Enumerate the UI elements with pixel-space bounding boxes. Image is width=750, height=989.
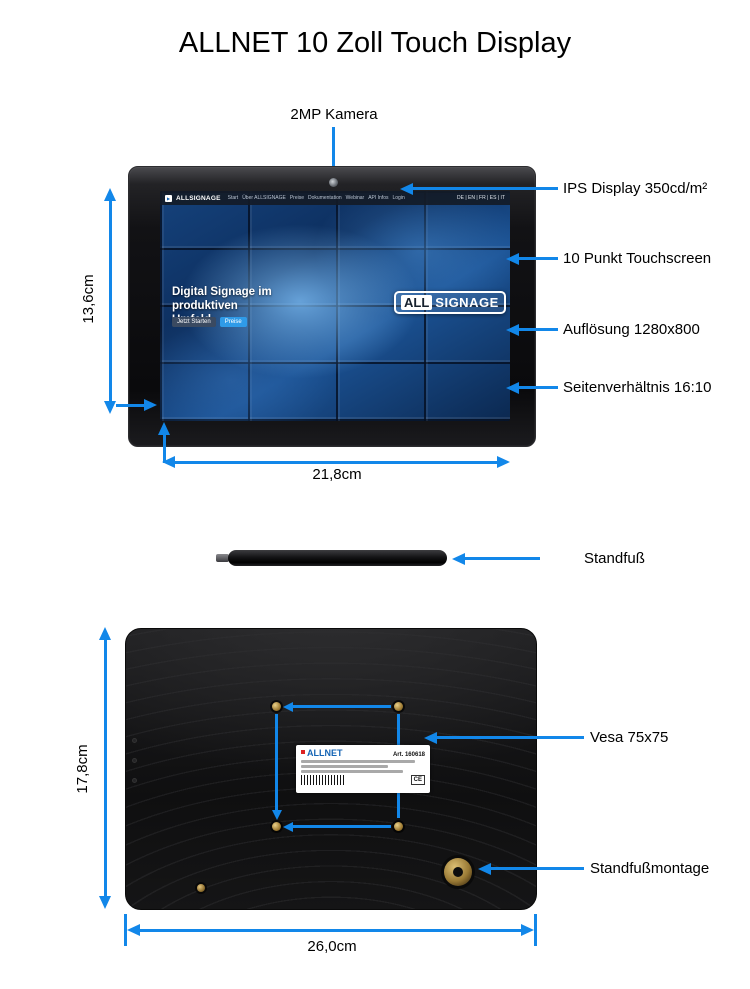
ips-callout-arrowhead-icon xyxy=(400,183,413,195)
tablet-screen: ▶ ALLSIGNAGE Start Über ALLSIGNAGE Preis… xyxy=(160,191,510,421)
side-button-dot xyxy=(132,758,137,763)
screen-language-switcher: DE | EN | FR | ES | IT xyxy=(457,195,505,201)
back-height-dimension-label: 17,8cm xyxy=(74,744,91,794)
vesa-top-arrow-icon xyxy=(283,702,293,712)
front-corner-branch-vline xyxy=(163,433,166,463)
sticker-header: ALLNET Art. 160618 xyxy=(301,748,425,758)
stand-side-view xyxy=(228,550,447,566)
ce-mark: CE xyxy=(410,775,425,785)
back-height-arrow-up-icon xyxy=(99,627,111,640)
logo-signage-text: SIGNAGE xyxy=(435,295,499,310)
camera-callout-label: 2MP Kamera xyxy=(290,106,378,123)
allsignage-logo: ALL SIGNAGE xyxy=(394,291,506,314)
aspect-callout-label: Seitenverhältnis 16:10 xyxy=(563,379,712,396)
screen-brand: ALLSIGNAGE xyxy=(176,194,221,202)
front-corner-branch-line xyxy=(116,404,144,407)
label-text-line xyxy=(301,760,416,763)
stand-mount-socket xyxy=(444,858,472,886)
stand-callout-arrowhead-icon xyxy=(452,553,465,565)
mount-callout-label: Standfußmontage xyxy=(590,860,710,877)
allsignage-logo-icon: ▶ xyxy=(165,194,172,202)
vesa-callout-label: Vesa 75x75 xyxy=(590,729,669,746)
back-screw xyxy=(197,884,205,892)
vesa-bottom-arrow-icon xyxy=(283,822,293,832)
barcode xyxy=(301,775,345,785)
screen-button-start: Jetzt Starten xyxy=(172,317,216,327)
back-height-dimension-line xyxy=(104,637,107,899)
front-width-arrow-right-icon xyxy=(497,456,510,468)
logo-all-text: ALL xyxy=(401,295,433,310)
touch-callout-line xyxy=(518,257,558,260)
side-button-dot xyxy=(132,778,137,783)
vesa-left-line xyxy=(275,714,278,812)
screen-nav-item-api: API Infos xyxy=(368,195,389,201)
vesa-hole-bottom-left xyxy=(272,822,281,831)
camera-callout-line xyxy=(332,127,335,169)
label-text-line xyxy=(301,770,403,773)
vesa-hole-bottom-right xyxy=(394,822,403,831)
screen-nav-item-login: Login xyxy=(392,195,405,201)
page-title: ALLNET 10 Zoll Touch Display xyxy=(178,27,572,59)
ips-callout-line xyxy=(412,187,558,190)
back-width-arrow-left-icon xyxy=(127,924,140,936)
screen-nav-item-ueber: Über ALLSIGNAGE xyxy=(242,195,286,201)
resolution-callout-arrowhead-icon xyxy=(506,324,519,336)
back-width-right-tick xyxy=(534,914,537,946)
back-width-arrow-right-icon xyxy=(521,924,534,936)
back-width-left-tick xyxy=(124,914,127,946)
vesa-top-line xyxy=(289,705,391,708)
mount-callout-arrowhead-icon xyxy=(478,863,491,875)
front-height-arrow-down-icon xyxy=(104,401,116,414)
vesa-hole-top-left xyxy=(272,702,281,711)
screen-button-preise: Preise xyxy=(219,317,247,327)
ips-callout-label: IPS Display 350cd/m² xyxy=(563,180,708,197)
vesa-left-arrow-icon xyxy=(272,810,282,820)
allnet-logo: ALLNET xyxy=(301,748,343,758)
screen-nav-item-webinar: Webinar xyxy=(345,195,365,201)
vesa-callout-line xyxy=(436,736,584,739)
mount-callout-line xyxy=(490,867,584,870)
side-button-dot xyxy=(132,738,137,743)
front-camera-dot xyxy=(329,178,338,187)
screen-navbar: ▶ ALLSIGNAGE Start Über ALLSIGNAGE Preis… xyxy=(160,191,510,205)
screen-nav-item-dokumentation: Dokumentation xyxy=(308,195,342,201)
resolution-callout-line xyxy=(518,328,558,331)
vesa-bottom-line xyxy=(289,825,391,828)
label-text-line xyxy=(301,765,388,768)
stand-callout-label: Standfuß xyxy=(584,550,645,567)
screen-nav-item-start: Start xyxy=(227,195,239,201)
back-height-arrow-down-icon xyxy=(99,896,111,909)
front-height-arrow-up-icon xyxy=(104,188,116,201)
vesa-hole-top-right xyxy=(394,702,403,711)
product-label-sticker: ALLNET Art. 160618 CE xyxy=(296,745,430,793)
aspect-callout-line xyxy=(518,386,558,389)
stand-mount-hole xyxy=(453,867,463,877)
article-number: Art. 160618 xyxy=(392,752,425,758)
tablet-front-view: ▶ ALLSIGNAGE Start Über ALLSIGNAGE Preis… xyxy=(128,166,536,447)
front-height-dimension-label: 13,6cm xyxy=(80,274,97,324)
front-corner-arrow-up-icon xyxy=(158,422,170,435)
front-width-dimension-line xyxy=(175,461,497,464)
stand-pivot-pin xyxy=(216,554,229,562)
front-width-arrow-left-icon xyxy=(162,456,175,468)
back-width-dimension-line xyxy=(140,929,522,932)
resolution-callout-label: Auflösung 1280x800 xyxy=(563,321,700,338)
front-corner-arrow-right-icon xyxy=(144,399,157,411)
screen-button-row: Jetzt Starten Preise xyxy=(172,317,247,327)
stand-callout-line xyxy=(464,557,540,560)
touch-callout-arrowhead-icon xyxy=(506,253,519,265)
aspect-callout-arrowhead-icon xyxy=(506,382,519,394)
screen-nav-item-preise: Preise xyxy=(289,195,305,201)
sticker-footer: CE xyxy=(301,775,425,785)
touch-callout-label: 10 Punkt Touchscreen xyxy=(563,250,712,267)
front-width-dimension-label: 21,8cm xyxy=(312,466,362,483)
back-width-dimension-label: 26,0cm xyxy=(307,938,357,955)
front-height-dimension-line xyxy=(109,198,112,404)
vesa-callout-arrowhead-icon xyxy=(424,732,437,744)
